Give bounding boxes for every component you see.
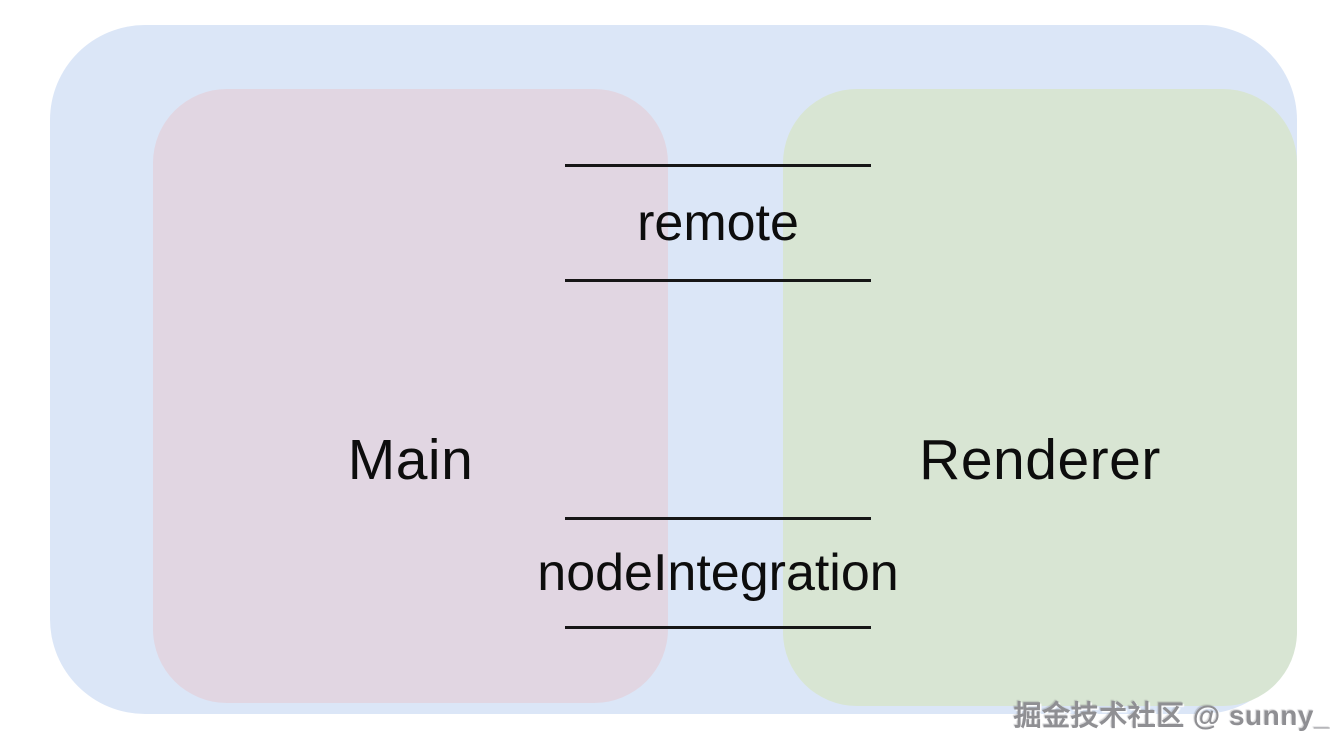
nodeintegration-bridge: nodeIntegration	[537, 517, 899, 629]
main-process-box: Main	[153, 89, 668, 703]
remote-bridge: remote	[565, 164, 871, 282]
main-process-label: Main	[347, 428, 474, 492]
remote-bridge-label: remote	[637, 194, 799, 252]
renderer-process-label: Renderer	[919, 428, 1161, 492]
app-boundary-box: Main Renderer remote nodeIntegration	[50, 25, 1297, 714]
watermark: 掘金技术社区 @ sunny_	[1013, 700, 1330, 731]
nodeintegration-bridge-label: nodeIntegration	[537, 544, 899, 602]
renderer-process-box: Renderer	[783, 89, 1297, 706]
